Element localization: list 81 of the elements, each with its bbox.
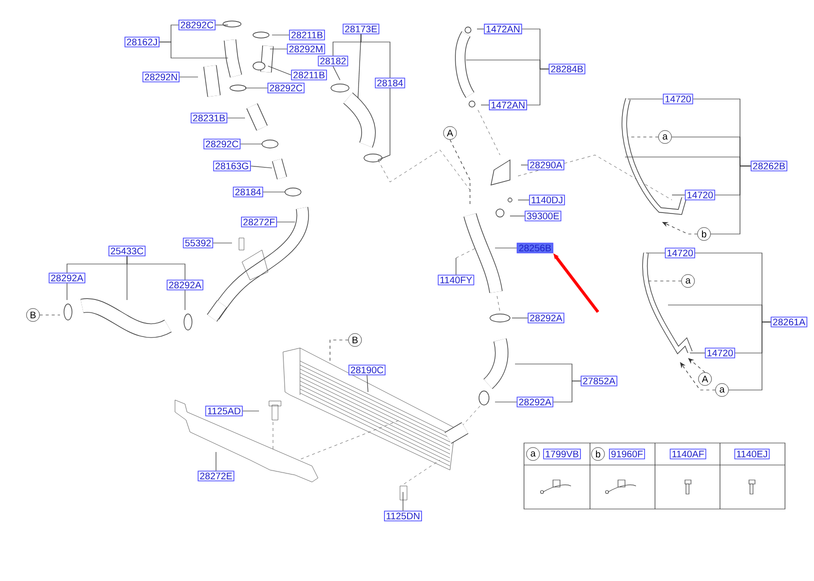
leader-line — [272, 34, 290, 36]
part-number-label: 28292N — [142, 72, 180, 82]
leader-line — [624, 156, 752, 166]
leader-line — [514, 364, 582, 382]
leader-line — [270, 48, 288, 50]
part-number-label: 28231B — [190, 112, 228, 124]
part-number-label: 28261A — [770, 316, 808, 328]
leader-line — [179, 76, 198, 78]
part-number-label: 28190C — [348, 364, 386, 376]
leader-line — [242, 410, 260, 412]
part-number-label: 14720 — [662, 94, 694, 104]
leader-line — [332, 66, 340, 80]
leader-line — [476, 28, 484, 30]
part-number-label: 1472AN — [488, 100, 528, 110]
part-number-label: 91960F — [609, 448, 645, 460]
leader-line — [672, 194, 686, 196]
part-number-label: 28162J — [124, 36, 160, 48]
part-number-label: 1140FY — [438, 274, 474, 286]
part-number-label: 28262B — [750, 160, 788, 172]
leader-line — [480, 104, 490, 106]
part-number-label: 14720 — [684, 190, 716, 200]
part-number-label: 1140AF — [670, 448, 706, 460]
leader-line — [680, 362, 716, 390]
leader-line — [646, 252, 666, 254]
part-number-label: 1125AD — [205, 406, 243, 416]
part-number-label: 1125DN — [384, 510, 422, 522]
part-number-label: 28292A — [48, 272, 86, 284]
leader-line — [466, 60, 550, 70]
part-number-label: 14720 — [704, 348, 736, 358]
leader-line — [628, 98, 664, 100]
leader-line — [378, 88, 390, 160]
part-number-label: 28292C — [178, 20, 216, 30]
part-number-label: 1140DJ — [529, 194, 565, 206]
part-number-label: 28292M — [286, 44, 326, 54]
leader-line — [215, 24, 228, 26]
part-number-label: 28163G — [213, 160, 251, 172]
part-number-label: 28292A — [516, 396, 554, 408]
leader-line — [366, 374, 368, 392]
part-number-label: 28290A — [528, 160, 564, 170]
part-number-label: 28211B — [289, 30, 325, 40]
leader-line — [330, 340, 349, 362]
part-number-label: 28292C — [267, 82, 305, 94]
leader-line — [690, 352, 706, 354]
part-number-label: 55392 — [182, 238, 214, 248]
part-number-label: 28173E — [342, 24, 380, 34]
leader-line — [250, 166, 272, 168]
leader-line — [39, 314, 60, 316]
leader-line — [66, 282, 68, 300]
part-number-label: 14720 — [664, 248, 696, 258]
part-number-label: 39300E — [524, 210, 562, 222]
part-number-label: 28211B — [291, 70, 327, 80]
leader-line — [628, 136, 659, 138]
part-number-label: 28284B — [548, 64, 586, 74]
leader-line — [520, 164, 528, 166]
part-number-label: 1472AN — [484, 24, 522, 34]
part-number-label: 28292C — [203, 138, 241, 150]
part-number-label: 28292A — [166, 280, 204, 290]
leader-line — [662, 222, 698, 234]
leader-line — [668, 304, 772, 322]
part-number-label: 28272F — [241, 216, 278, 228]
part-number-label: 1799VB — [543, 448, 581, 460]
part-number-label: 28272E — [198, 470, 234, 482]
part-number-label: 28184 — [232, 186, 264, 198]
part-number-label: 25433C — [108, 246, 146, 256]
leader-line — [212, 242, 232, 244]
part-number-label: 27852A — [580, 376, 618, 386]
leader-line — [159, 24, 179, 42]
leader-line — [688, 358, 706, 373]
leader-line — [360, 34, 390, 78]
leader-line — [184, 290, 186, 310]
leader-line — [644, 280, 682, 282]
highlighted-part-number: 28256B — [516, 242, 554, 254]
leader-line — [268, 66, 292, 76]
part-number-label: 28182 — [318, 56, 348, 66]
part-number-label: 28184 — [374, 78, 406, 88]
part-number-label: 28292A — [528, 312, 564, 324]
part-number-label: 1140EJ — [734, 448, 770, 460]
leader-line — [126, 256, 128, 300]
leader-line — [402, 492, 404, 512]
leader-line — [450, 139, 470, 206]
leader-line — [358, 34, 362, 98]
